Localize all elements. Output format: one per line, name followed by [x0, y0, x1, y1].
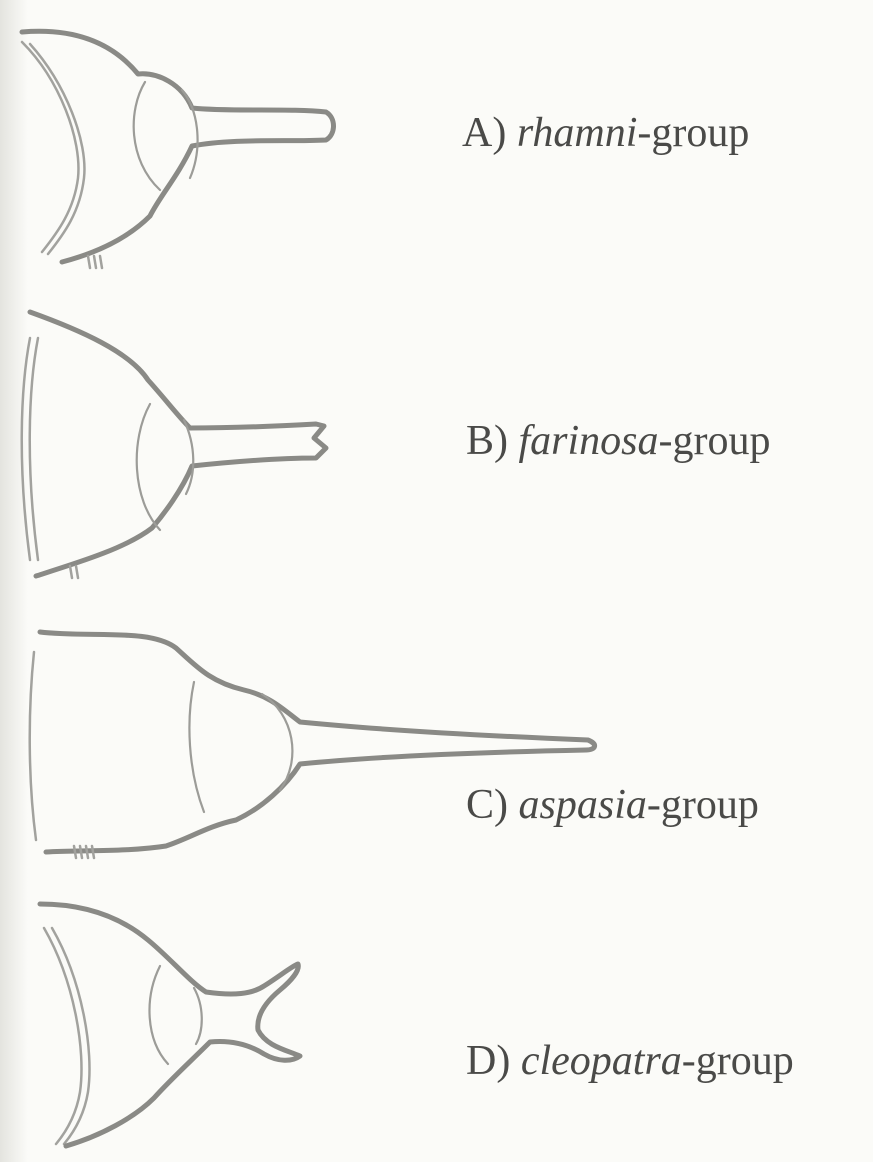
label-letter: D) [466, 1038, 510, 1084]
label-taxon-name: cleopatra [521, 1038, 682, 1084]
label-letter: C) [466, 782, 508, 828]
label-suffix: -group [682, 1038, 794, 1084]
label-taxon-name: rhamni [517, 110, 638, 156]
label-suffix: -group [659, 418, 771, 464]
label-farinosa-group: B) farinosa-group [466, 420, 771, 462]
label-taxon-name: aspasia [519, 782, 647, 828]
label-aspasia-group: C) aspasia-group [466, 784, 759, 826]
drawing-farinosa [22, 312, 326, 578]
label-rhamni-group: A) rhamni-group [462, 112, 749, 154]
label-suffix: -group [647, 782, 759, 828]
label-suffix: -group [637, 110, 749, 156]
label-cleopatra-group: D) cleopatra-group [466, 1040, 794, 1082]
label-letter: A) [462, 110, 506, 156]
label-taxon-name: farinosa [519, 418, 659, 464]
drawing-rhamni [22, 31, 334, 268]
drawing-cleopatra [40, 904, 300, 1146]
label-letter: B) [466, 418, 508, 464]
